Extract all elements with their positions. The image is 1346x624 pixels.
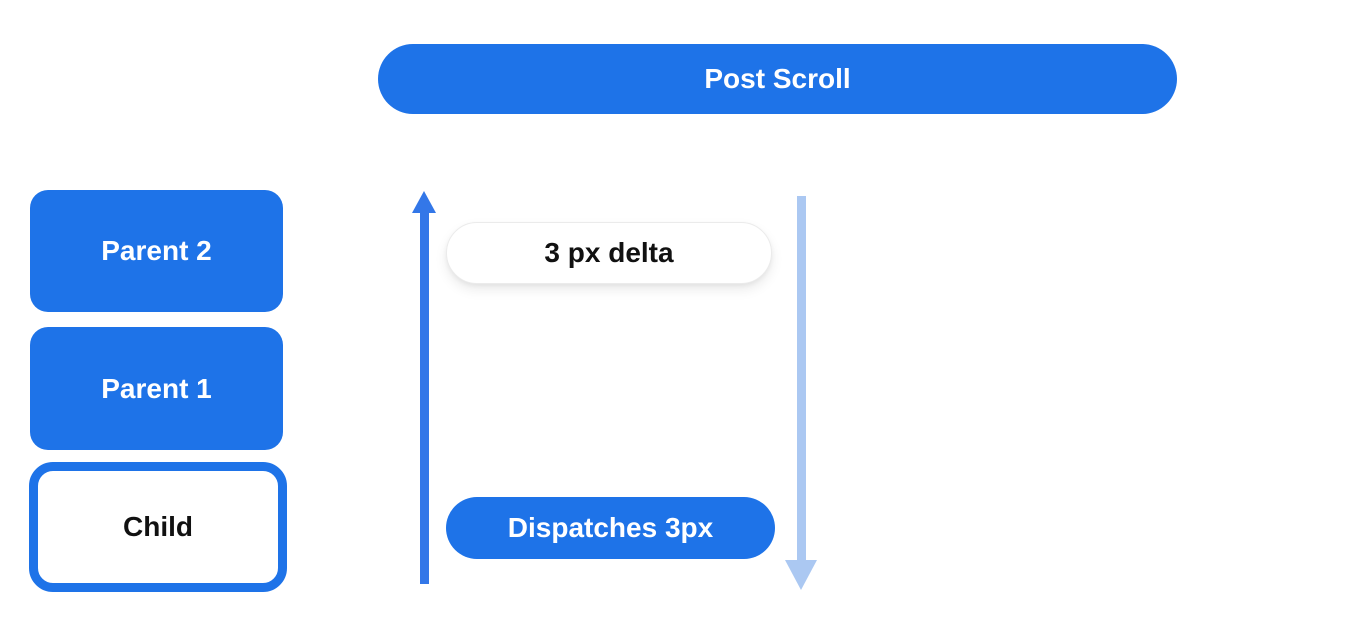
down-arrow-line <box>797 196 806 560</box>
dispatch-pill: Dispatches 3px <box>446 497 775 559</box>
dispatch-pill-label: Dispatches 3px <box>507 512 714 543</box>
child-label: Child <box>123 511 193 542</box>
parent2-box: Parent 2 <box>30 190 283 312</box>
up-arrow-icon <box>412 191 436 213</box>
post-scroll-header-label: Post Scroll <box>704 63 851 94</box>
post-scroll-header: Post Scroll <box>378 44 1177 114</box>
down-arrow-icon <box>785 560 817 590</box>
child-box: Child <box>29 462 287 592</box>
delta-pill: 3 px delta <box>446 222 772 284</box>
up-arrow-line <box>420 210 429 584</box>
parent2-label: Parent 2 <box>101 235 212 266</box>
parent1-label: Parent 1 <box>101 372 212 404</box>
parent1-box: Parent 1 <box>30 327 283 450</box>
delta-pill-label: 3 px delta <box>544 237 674 268</box>
